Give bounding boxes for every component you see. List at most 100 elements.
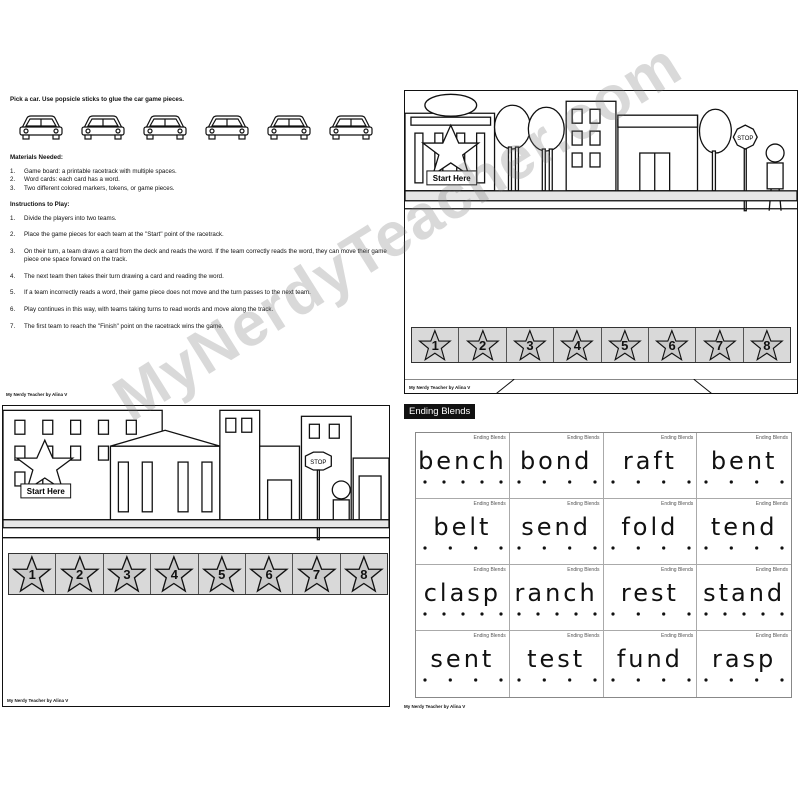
star-icon [59,555,100,593]
word-card: Ending Blends tend [697,499,791,565]
credit-text: My Nerdy Teacher by Alina V [6,392,68,397]
card-label: Ending Blends [567,567,600,573]
sound-dots [423,612,503,616]
car-pieces-row [18,112,390,140]
star-icon [607,328,642,361]
step-item: 4.The next team then takes their turn dr… [10,272,224,280]
card-word: send [521,513,591,541]
step-text: The first team to reach the "Finish" poi… [24,322,224,330]
sound-dots [517,480,597,484]
sound-dots [423,546,503,550]
card-word: rasp [711,645,777,673]
board-credit-2: My Nerdy Teacher by Alina V [7,698,69,703]
game-board-2: STOP Start Here My Nerdy Teacher by Alin… [2,405,390,707]
track-space: 1 [9,554,57,594]
star-icon [343,555,384,593]
step-item: 5.If a team incorrectly reads a word, th… [10,289,311,297]
card-label: Ending Blends [473,501,506,507]
star-icon [107,555,147,593]
space-number: 3 [123,566,131,582]
material-text: Word cards: each card has a word. [24,176,120,184]
star-icon [749,328,784,361]
space-number: 2 [478,337,487,353]
track-space: 6 [245,554,294,594]
star-icon [465,328,500,361]
track-space: 7 [293,554,341,594]
track-space: 8 [340,554,387,594]
card-word: bond [519,447,593,475]
sound-dots [423,480,503,484]
materials-heading: Materials Needed: [10,153,63,161]
track-space: 2 [459,328,507,362]
card-label: Ending Blends [755,501,788,507]
car-icon [143,115,187,140]
card-label: Ending Blends [661,633,694,639]
game-board-1: STOP Start Here 1 2 3 4 5 6 7 8 My Nerdy Teache… [404,90,798,394]
word-card: Ending Blends rest [603,565,698,631]
board-credit: My Nerdy Teacher by Alina V [409,385,471,390]
space-number: 1 [28,566,36,582]
material-text: Game board: a printable racetrack with m… [24,167,177,175]
car-icon [267,115,311,140]
card-label: Ending Blends [567,435,600,441]
material-item: 3.Two different colored markers, tokens,… [10,185,175,192]
card-label: Ending Blends [661,501,694,507]
card-word: tend [710,513,778,541]
step-item: 1.Divide the players into two teams. [10,214,117,222]
space-number: 6 [265,566,273,582]
card-word: fold [621,513,679,541]
word-card: Ending Blends bond [509,433,604,499]
space-number: 8 [763,337,771,353]
space-number: 5 [218,566,226,582]
space-number: 5 [621,337,629,353]
card-label: Ending Blends [661,567,694,573]
sound-dots [517,546,597,550]
track-space: 3 [103,554,152,594]
car-icon [205,115,249,140]
space-number: 7 [715,337,724,353]
space-number: 4 [170,566,178,582]
car-icon [81,115,125,140]
sound-dots [610,612,691,616]
sound-dots [423,678,503,682]
space-number: 1 [431,337,439,353]
sound-dots [704,546,784,550]
car-icon [19,115,63,140]
step-text: On their turn, a team draws a card from … [24,248,387,263]
step-text: Play continues in this way, with teams t… [24,306,274,313]
space-number: 6 [668,337,676,353]
ending-blends-heading: Ending Blends [404,404,476,419]
card-word: raft [622,447,677,475]
star-icon [418,328,453,361]
city-scene-2: STOP Start Here [3,409,389,541]
track-space: 7 [696,328,744,362]
track-space: 1 [412,328,460,362]
space-number: 3 [526,337,534,353]
cards-credit: My Nerdy Teacher by Alina V [404,704,466,709]
material-item: 1.Game board: a printable racetrack with… [10,167,177,175]
city-scene: STOP Start Here [405,93,797,212]
track-space: 5 [198,554,246,594]
word-card: Ending Blends bench [416,433,510,499]
card-word: rest [620,579,679,607]
star-icon [201,555,242,593]
space-number: 4 [573,337,581,353]
card-label: Ending Blends [473,435,506,441]
sound-dots [610,480,691,484]
track-space: 4 [554,328,602,362]
card-word: test [527,645,586,673]
step-text: Divide the players into two teams. [24,214,117,222]
card-word: bent [710,447,778,475]
track-space: 5 [601,328,649,362]
card-word: bench [418,447,507,475]
